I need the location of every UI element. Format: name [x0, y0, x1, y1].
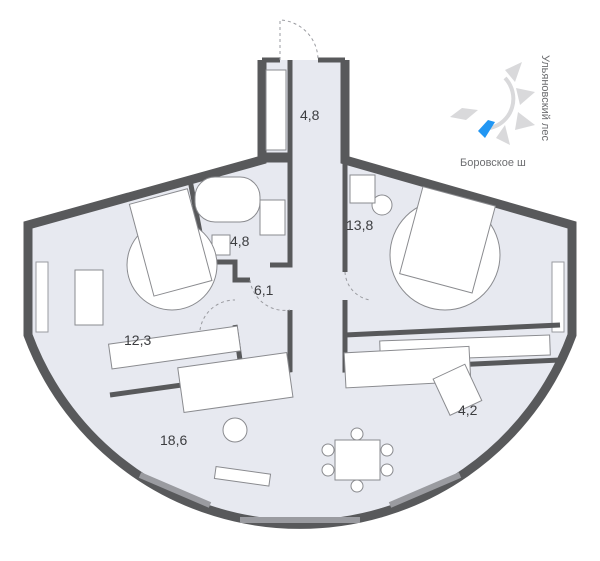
dining-chairs: [321, 427, 394, 493]
sink: [259, 199, 286, 236]
bathtub: [194, 176, 261, 223]
sun-direction-icon: [478, 120, 495, 138]
room-area-hallway: 4,8: [300, 107, 320, 123]
room-area-living: 18,6: [160, 432, 187, 448]
bed-single: [128, 188, 213, 297]
wardrobe: [265, 69, 287, 151]
wardrobe-left: [107, 325, 242, 370]
bed-double: [399, 186, 496, 294]
coffee-table: [222, 417, 248, 443]
interior-doors[interactable]: [199, 271, 371, 331]
room-area-corridor: 6,1: [254, 282, 274, 298]
room-area-bedroom: 13,8: [346, 217, 373, 233]
fridge: [432, 363, 483, 416]
side-table: [371, 194, 393, 216]
furniture: [74, 69, 551, 493]
entrance-door[interactable]: [279, 19, 319, 61]
compass-rose: [450, 62, 535, 145]
sofa: [177, 351, 294, 413]
windows: [35, 261, 565, 523]
dining-table: [334, 439, 381, 481]
armchair: [349, 174, 376, 204]
room-area-study: 12,3: [124, 332, 151, 348]
interior-walls: [109, 60, 561, 398]
room-area-bathroom: 4,8: [230, 233, 250, 249]
tv-stand: [213, 466, 272, 487]
compass-north-label: Ульяновский лес: [539, 55, 551, 141]
apartment-floor: [28, 60, 572, 525]
outer-wall: [23, 60, 577, 529]
room-area-kitchen: 4,2: [458, 402, 478, 418]
compass-south-label: Боровское ш: [460, 157, 526, 169]
desk: [74, 269, 104, 326]
